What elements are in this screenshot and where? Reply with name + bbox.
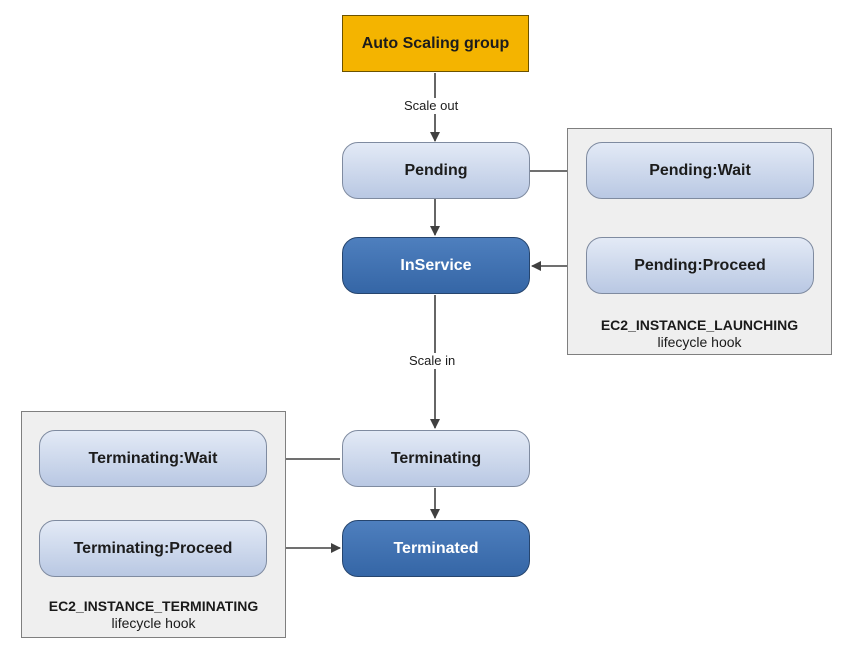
- terminating-proceed-state[interactable]: Terminating:Proceed: [39, 520, 267, 577]
- launching-hook-name: EC2_INSTANCE_LAUNCHING: [600, 317, 799, 333]
- scale-out-label: Scale out: [402, 98, 461, 114]
- inservice-state[interactable]: InService: [342, 237, 530, 294]
- launching-hook-caption: EC2_INSTANCE_LAUNCHING lifecycle hook: [568, 317, 831, 351]
- pending-state[interactable]: Pending: [342, 142, 530, 199]
- terminating-state[interactable]: Terminating: [342, 430, 530, 487]
- terminating-wait-state[interactable]: Terminating:Wait: [39, 430, 267, 487]
- pending-wait-state[interactable]: Pending:Wait: [586, 142, 814, 199]
- scale-in-label: Scale in: [407, 353, 458, 369]
- terminating-hook-name: EC2_INSTANCE_TERMINATING: [48, 598, 259, 614]
- terminating-hook-caption: EC2_INSTANCE_TERMINATING lifecycle hook: [22, 598, 285, 632]
- pending-proceed-state[interactable]: Pending:Proceed: [586, 237, 814, 294]
- terminated-state[interactable]: Terminated: [342, 520, 530, 577]
- launching-hook-type: lifecycle hook: [657, 334, 742, 350]
- terminating-hook-type: lifecycle hook: [111, 615, 196, 631]
- auto-scaling-group-node[interactable]: Auto Scaling group: [342, 15, 529, 72]
